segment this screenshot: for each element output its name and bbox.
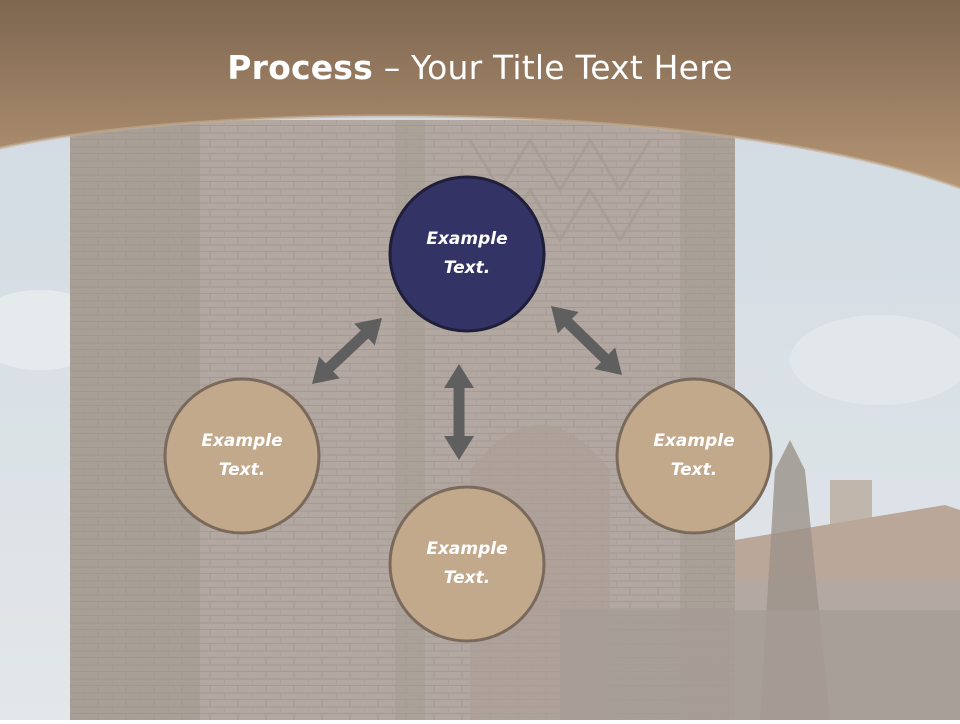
node-left[interactable] — [163, 377, 321, 535]
title-bold: Process — [227, 48, 373, 87]
node-bottom-line1: Example — [426, 539, 508, 559]
node-bottom[interactable] — [388, 485, 546, 643]
title-separator: – — [373, 48, 412, 87]
node-bottom-line2: Text. — [443, 568, 491, 588]
arrow-top-bottom — [444, 364, 474, 460]
node-left-line1: Example — [201, 431, 283, 451]
arrow-top-right — [551, 306, 622, 375]
node-top[interactable] — [388, 175, 546, 333]
title-rest: Your Title Text Here — [411, 48, 733, 87]
battlement — [560, 610, 960, 720]
cloud — [790, 315, 960, 405]
node-left-text: Example Text. — [167, 427, 317, 485]
slide-title[interactable]: Process – Your Title Text Here — [0, 48, 960, 87]
header-band — [0, 0, 960, 188]
node-right-line2: Text. — [670, 460, 718, 480]
node-right-text: Example Text. — [619, 427, 769, 485]
node-bottom-text: Example Text. — [392, 535, 542, 593]
node-top-line2: Text. — [443, 258, 491, 278]
node-right[interactable] — [615, 377, 773, 535]
chimney — [830, 480, 872, 525]
node-top-text: Example Text. — [392, 225, 542, 283]
node-right-line1: Example — [653, 431, 735, 451]
arrow-top-left — [312, 318, 382, 384]
header-band-edge — [0, 114, 960, 190]
node-left-line2: Text. — [218, 460, 266, 480]
node-top-line1: Example — [426, 229, 508, 249]
